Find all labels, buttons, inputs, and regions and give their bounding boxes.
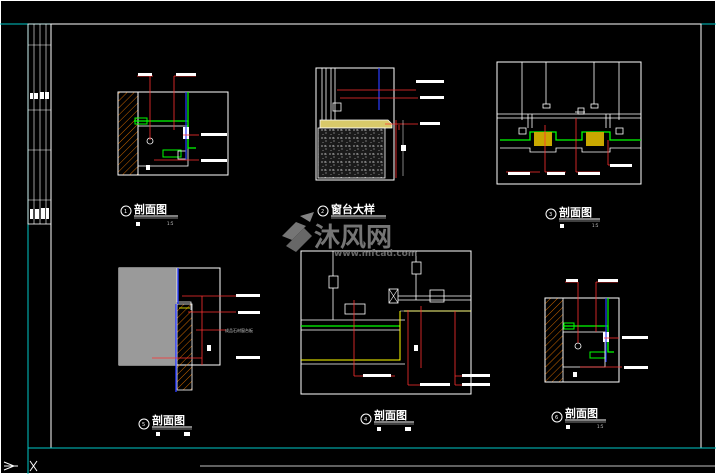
detail-2-drawing <box>315 67 444 181</box>
detail-2-title: 窗台大样 <box>331 202 375 216</box>
watermark-url: www.mfcad.com <box>334 249 417 259</box>
detail-1-number: 1 <box>124 209 127 215</box>
detail-4-title: 剖面图 <box>374 408 407 422</box>
detail-1-drawing <box>117 73 229 176</box>
ucs-icon <box>3 460 38 472</box>
detail-4-number: 4 <box>364 417 367 423</box>
detail-3-number: 3 <box>549 212 552 218</box>
watermark-logo-icon <box>282 212 314 252</box>
detail-2-number: 2 <box>321 209 324 215</box>
detail-5-title: 剖面图 <box>152 413 185 427</box>
detail-6-drawing <box>544 279 648 383</box>
detail-2-label: 2 窗台大样 <box>317 202 386 219</box>
detail-1-label: 1 剖面图 1:5 <box>120 202 178 226</box>
watermark: 沐风网 www.mfcad.com <box>282 212 417 259</box>
detail-4-drawing <box>300 250 490 395</box>
detail-5-drawing: 成品石材窗台板 <box>118 267 260 392</box>
detail-3-drawing <box>496 61 642 185</box>
watermark-text: 沐风网 <box>314 223 392 253</box>
detail-3-title: 剖面图 <box>559 205 592 219</box>
detail-5-label: 5 剖面图 <box>138 413 192 436</box>
detail-6-scale: 1:5 <box>597 424 604 429</box>
detail-1-title: 剖面图 <box>134 202 167 216</box>
detail-6-title: 剖面图 <box>565 406 598 420</box>
detail-4-label: 4 剖面图 <box>360 408 414 431</box>
detail-5-note: 成品石材窗台板 <box>225 327 253 333</box>
title-strip <box>27 23 52 225</box>
detail-3-label: 3 剖面图 1:5 <box>545 205 600 228</box>
detail-6-label: 6 剖面图 1:5 <box>551 406 606 429</box>
detail-3-scale: 1:5 <box>592 223 599 228</box>
detail-1-scale: 1:5 <box>167 221 174 226</box>
detail-6-number: 6 <box>555 415 558 421</box>
detail-5-number: 5 <box>142 422 145 428</box>
